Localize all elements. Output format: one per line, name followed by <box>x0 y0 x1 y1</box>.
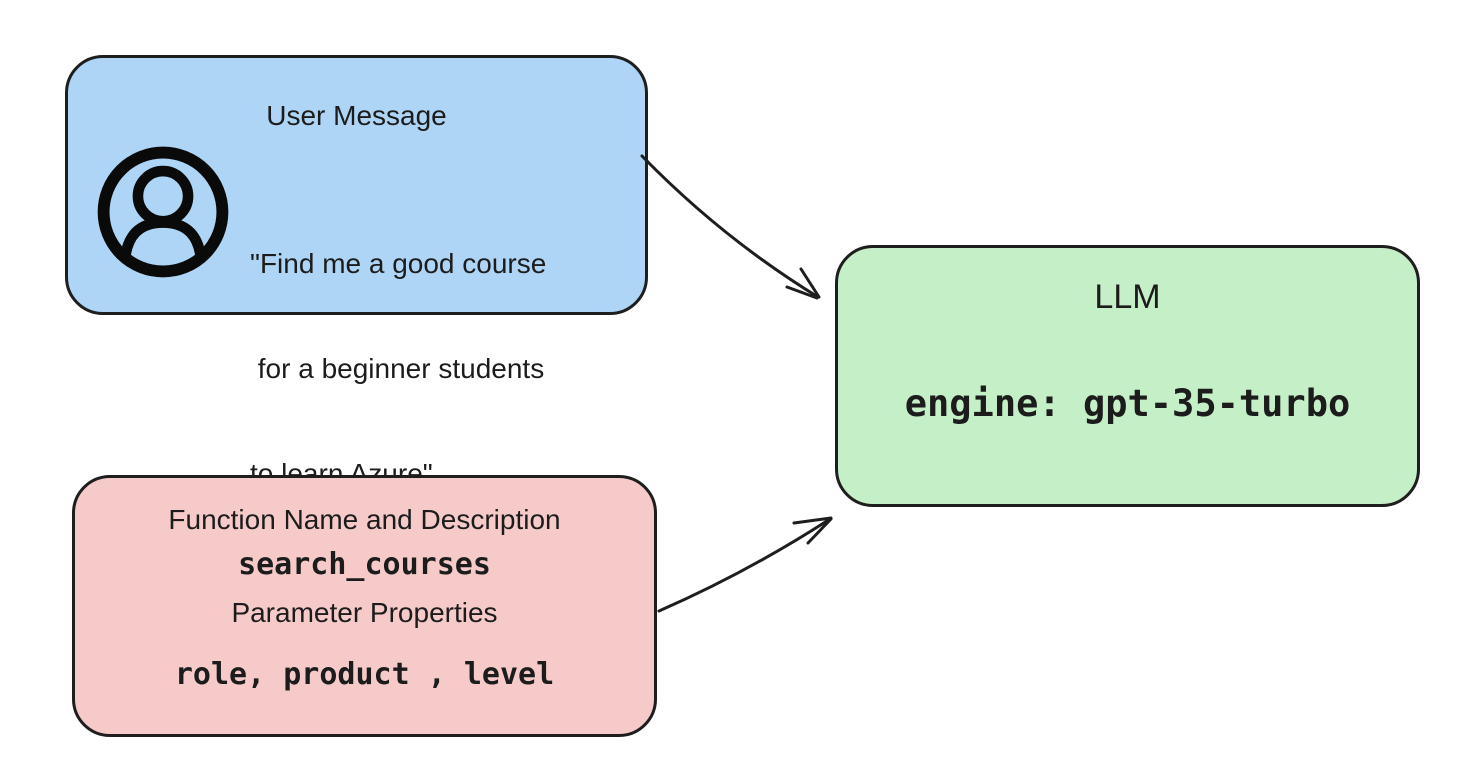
parameter-properties-heading: Parameter Properties <box>231 597 498 628</box>
function-name: search_courses <box>238 547 491 582</box>
user-message-node: User Message "Find me a good course for … <box>65 55 648 489</box>
parameter-list: role, product , level <box>174 657 555 692</box>
user-message-quote: "Find me a good course for a beginner st… <box>250 176 546 561</box>
arrow-user-message-to-llm <box>640 154 821 300</box>
function-definition-node: Function Name and Description search_cou… <box>72 475 657 737</box>
quote-line-2: for a beginner students <box>250 353 545 384</box>
user-avatar-icon <box>97 146 229 278</box>
user-message-title: User Message <box>266 100 447 131</box>
llm-node: LLM engine: gpt-35-turbo <box>835 245 1420 507</box>
arrow-function-to-llm <box>657 516 833 613</box>
function-heading: Function Name and Description <box>168 504 561 535</box>
quote-line-1: "Find me a good course <box>250 248 547 279</box>
llm-title: LLM <box>1094 278 1161 316</box>
llm-engine-line: engine: gpt-35-turbo <box>904 382 1351 425</box>
